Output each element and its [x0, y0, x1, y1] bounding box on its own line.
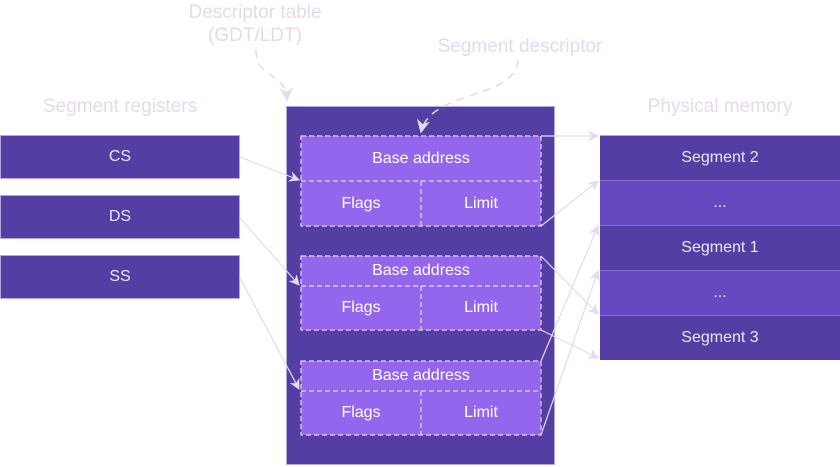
descriptor-flags: Flags: [341, 299, 381, 316]
memory-gap-2: ...: [600, 270, 840, 315]
descriptor-limit: Limit: [464, 194, 498, 212]
descriptor-table-label: Descriptor table (GDT/LDT): [170, 1, 340, 47]
descriptor-limit: Limit: [464, 299, 498, 316]
memory-segment-1: Segment 1: [600, 225, 840, 270]
memory-gap-1: ...: [600, 180, 840, 225]
descriptor-table-label-line2: (GDT/LDT): [208, 25, 302, 46]
descriptor-base-address: Base address: [372, 149, 470, 167]
segment-descriptor-2: Base address Flags Limit: [301, 256, 541, 330]
descriptor-base-address: Base address: [372, 262, 470, 279]
physical-memory-label: Physical memory: [647, 96, 793, 117]
descriptor-flags: Flags: [341, 404, 381, 421]
descriptor-table-label-line1: Descriptor table: [188, 2, 322, 23]
register-cs: CS: [0, 135, 240, 179]
memory-segment-3: Segment 3: [600, 315, 840, 360]
descriptor-table-pointer-arrow: [255, 49, 293, 102]
segment-registers-label: Segment registers: [42, 96, 198, 117]
segment-descriptor-3: Base address Flags Limit: [301, 361, 541, 435]
descriptor-base-address: Base address: [372, 367, 470, 384]
memory-segment-2: Segment 2: [600, 135, 840, 180]
segment-descriptor-label: Segment descriptor: [437, 36, 603, 57]
register-ss: SS: [0, 255, 240, 299]
segment-descriptor-1: Base address Flags Limit: [301, 136, 541, 226]
descriptor-limit: Limit: [464, 404, 498, 421]
register-ds: DS: [0, 195, 240, 239]
descriptor-flags: Flags: [341, 194, 381, 212]
